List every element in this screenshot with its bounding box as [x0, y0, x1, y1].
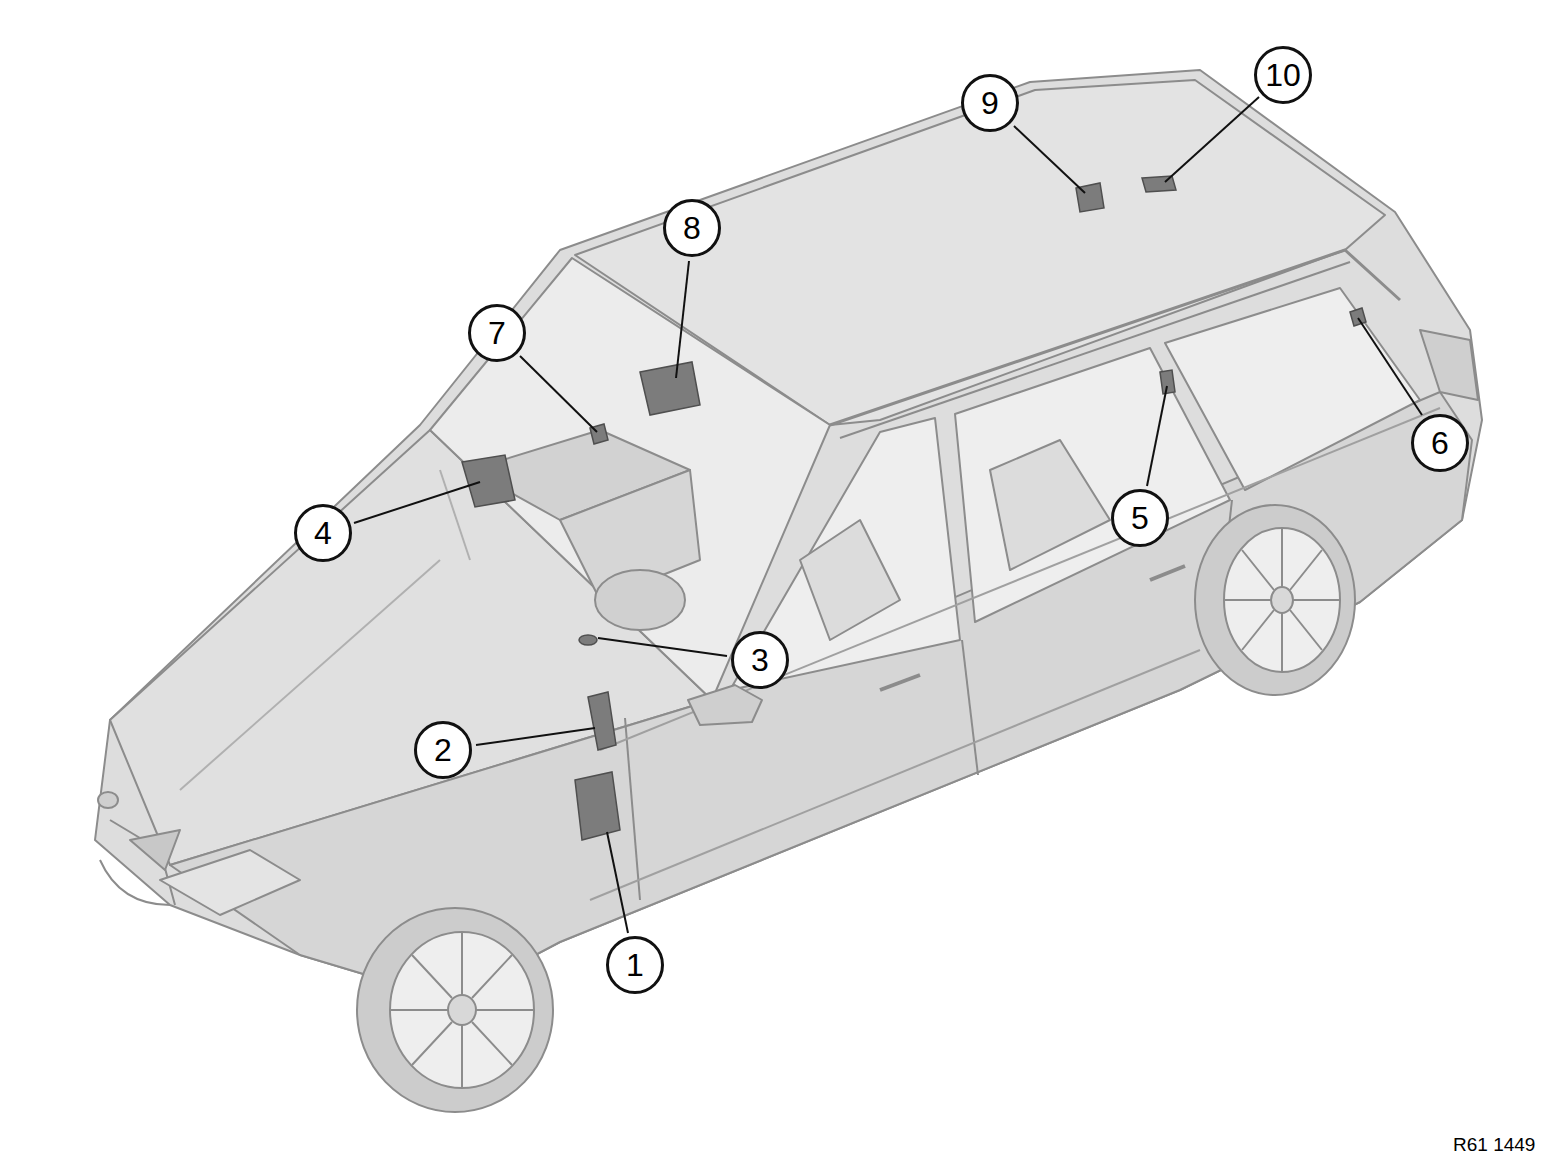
callout-number: 10 — [1254, 46, 1312, 104]
figure-code: R61 1449 — [1451, 1134, 1537, 1156]
callout-number: 1 — [606, 936, 664, 994]
callout-number: 3 — [731, 631, 789, 689]
callout-number: 4 — [294, 504, 352, 562]
callout-number: 2 — [414, 721, 472, 779]
callout-number: 8 — [663, 199, 721, 257]
control-unit — [462, 176, 1366, 840]
leader-line — [354, 97, 1422, 933]
callout-number: 7 — [468, 304, 526, 362]
callout-number: 6 — [1411, 414, 1469, 472]
car-body — [95, 70, 1482, 1000]
callout-number: 5 — [1111, 489, 1169, 547]
wheel — [357, 505, 1355, 1112]
callout-number: 9 — [961, 74, 1019, 132]
